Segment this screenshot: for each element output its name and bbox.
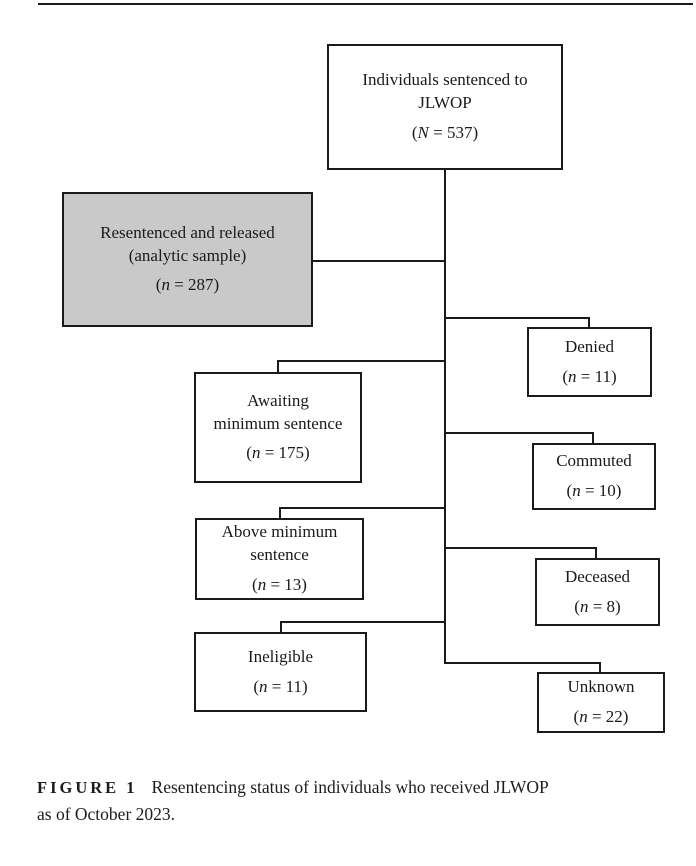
node-count: (n = 11) (562, 366, 617, 386)
connector-above-v (279, 507, 281, 518)
node-count: (n = 22) (573, 707, 629, 726)
node-title-line: Deceased (564, 566, 631, 586)
connector-unknown-h (446, 662, 601, 664)
connector-awaiting-h (277, 360, 444, 362)
node-title-line: Individuals sentenced to (362, 70, 528, 90)
node-jlwop-total: Individuals sentenced to JLWOP (N = 537) (327, 44, 563, 170)
node-title: Individuals sentenced to JLWOP (362, 69, 527, 115)
node-title: Deceased (565, 566, 630, 589)
figure-number-label: FIGURE 1 (37, 778, 138, 797)
node-title: Unknown (567, 676, 634, 699)
connector-denied-h (446, 317, 590, 319)
node-resentenced-released: Resentenced and released (analytic sampl… (62, 192, 313, 327)
figure-caption: FIGURE 1 Resentencing status of individua… (37, 774, 677, 827)
node-count: (n = 13) (252, 574, 307, 594)
node-title: Above minimum sentence (222, 521, 338, 567)
node-title: Commuted (556, 450, 632, 473)
node-title-line: (analytic sample) (128, 245, 247, 265)
node-count: (n = 8) (574, 596, 621, 616)
node-count: (n = 10) (566, 481, 622, 500)
node-title: Resentenced and released (analytic sampl… (100, 222, 275, 268)
connector-awaiting-v (277, 360, 279, 372)
node-ineligible: Ineligible (n = 11) (194, 632, 367, 712)
caption-line-1: Resentencing status of individuals who r… (151, 777, 549, 797)
node-title-line: Above minimum (221, 522, 338, 542)
connector-above-h (279, 507, 444, 509)
caption-line-2: as of October 2023. (37, 803, 176, 824)
node-title-line: Commuted (556, 451, 632, 471)
connector-ineligible-v (280, 621, 282, 632)
connector-commuted-h (446, 432, 594, 434)
node-title-line: sentence (250, 545, 309, 565)
node-title-line: Awaiting (247, 390, 309, 410)
node-count: (n = 175) (246, 443, 310, 463)
node-above-minimum: Above minimum sentence (n = 13) (195, 518, 364, 600)
connector-deceased-v (595, 547, 597, 558)
node-title-line: Unknown (567, 677, 635, 697)
node-count: (N = 537) (411, 122, 479, 142)
node-title: Denied (565, 336, 614, 359)
node-denied: Denied (n = 11) (527, 327, 652, 397)
node-count: (n = 11) (253, 676, 308, 696)
connector-released-h (313, 260, 444, 262)
node-title-line: minimum sentence (213, 413, 343, 433)
node-deceased: Deceased (n = 8) (535, 558, 660, 626)
node-title-line: Resentenced and released (100, 222, 275, 242)
node-awaiting-minimum: Awaiting minimum sentence (n = 175) (194, 372, 362, 483)
node-title: Awaiting minimum sentence (214, 390, 343, 436)
node-commuted: Commuted (n = 10) (532, 443, 656, 510)
connector-unknown-v (599, 662, 601, 672)
connector-commuted-v (592, 432, 594, 443)
node-title-line: Ineligible (247, 646, 314, 666)
connector-deceased-h (446, 547, 597, 549)
node-title: Ineligible (248, 646, 313, 669)
top-divider-rule (38, 3, 693, 5)
node-unknown: Unknown (n = 22) (537, 672, 665, 733)
node-title-line: Denied (564, 336, 615, 356)
node-title-line: JLWOP (418, 93, 472, 113)
connector-trunk (444, 170, 446, 664)
connector-ineligible-h (280, 621, 444, 623)
node-count: (n = 287) (155, 275, 220, 295)
connector-denied-v (588, 317, 590, 327)
